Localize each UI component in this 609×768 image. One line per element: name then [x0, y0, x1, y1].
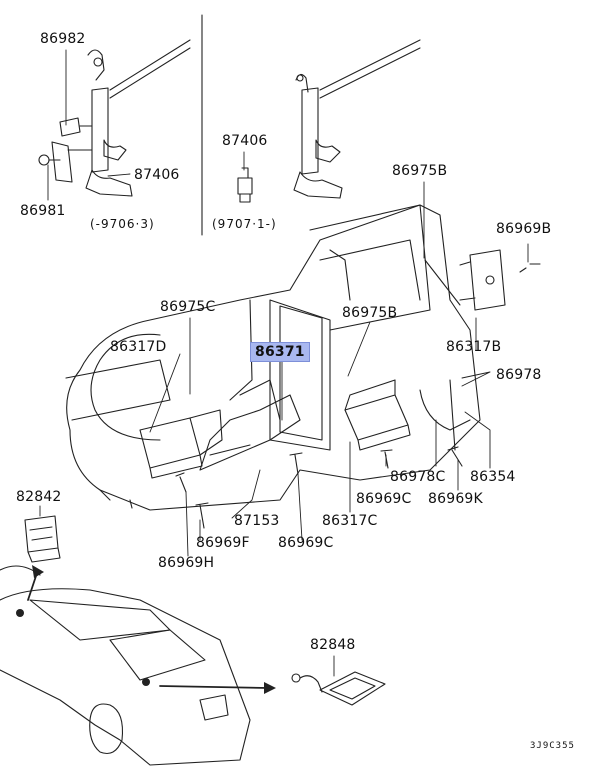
- label-87153: 87153: [234, 513, 280, 529]
- label-86317d: 86317D: [110, 339, 167, 355]
- label-86975b-mid: 86975B: [342, 305, 398, 321]
- actuator-86317c: [344, 379, 411, 451]
- label-86969c-right: 86969C: [356, 491, 412, 507]
- actuator-86317b: [459, 249, 506, 311]
- heater-unit-housing: [65, 204, 481, 511]
- label-82848: 82848: [310, 637, 356, 653]
- arrow-heads: [16, 565, 276, 694]
- label-86371-highlighted[interactable]: 86371: [250, 342, 310, 362]
- label-86317b: 86317B: [446, 339, 502, 355]
- label-86354: 86354: [470, 469, 516, 485]
- arrows: [27, 569, 269, 689]
- part-87406-small: [237, 167, 253, 203]
- actuator-86317d: [139, 409, 223, 479]
- label-86975b-top: 86975B: [392, 163, 448, 179]
- label-86981: 86981: [20, 203, 66, 219]
- label-87406-b: 87406: [222, 133, 268, 149]
- label-86982: 86982: [40, 31, 86, 47]
- label-86978c: 86978C: [390, 469, 446, 485]
- label-82842: 82842: [16, 489, 62, 505]
- sensor-assembly-right: [293, 39, 421, 199]
- label-86969h: 86969H: [158, 555, 215, 571]
- diagram-code: 3J9C355: [530, 741, 575, 751]
- bracket-86371: [199, 379, 301, 471]
- switch-82848: [291, 671, 386, 706]
- label-86978: 86978: [496, 367, 542, 383]
- label-range-b: (9707·1-): [212, 217, 277, 231]
- label-86975c: 86975C: [160, 299, 216, 315]
- label-86317c: 86317C: [322, 513, 378, 529]
- connector-82842: [24, 515, 61, 563]
- label-86969k: 86969K: [428, 491, 483, 507]
- leader-lines: [39, 49, 529, 677]
- linkage-rods: [419, 259, 471, 451]
- label-range-a: (-9706·3): [90, 217, 155, 231]
- vehicle-outline: [0, 565, 251, 766]
- label-86969b: 86969B: [496, 221, 552, 237]
- label-87406-a: 87406: [134, 167, 180, 183]
- label-86969f: 86969F: [196, 535, 250, 551]
- sensor-assembly-left: [38, 39, 191, 197]
- screws: [175, 263, 541, 529]
- label-86969c-left: 86969C: [278, 535, 334, 551]
